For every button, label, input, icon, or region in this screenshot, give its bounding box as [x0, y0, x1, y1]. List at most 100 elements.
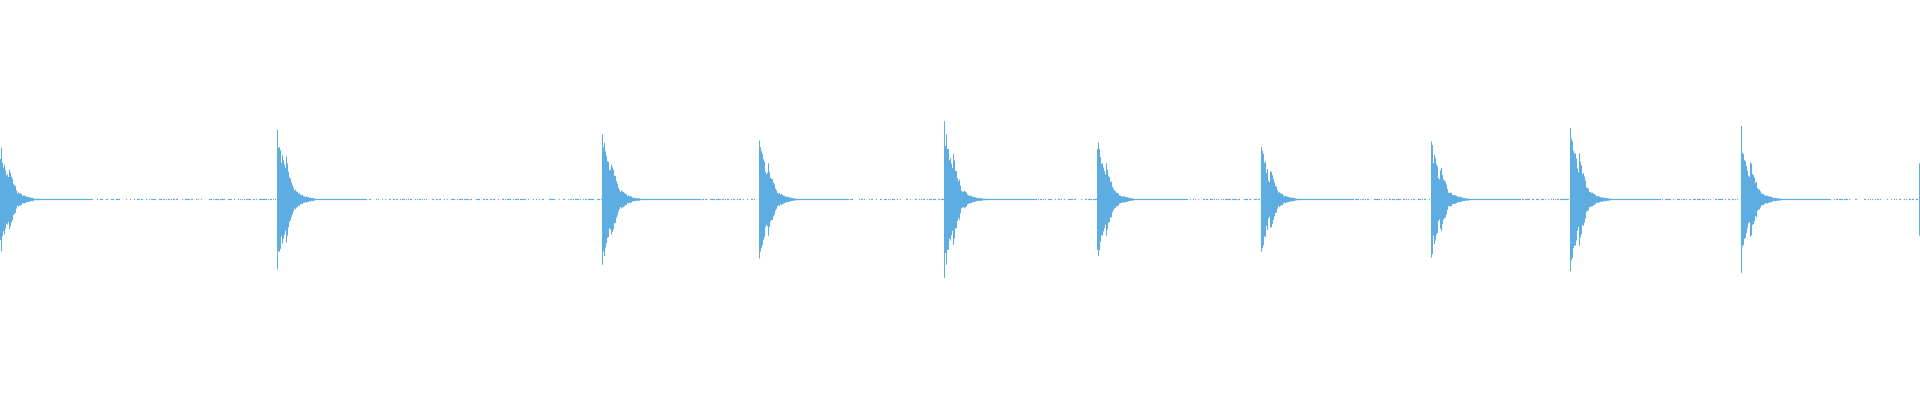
- waveform-sample-bar: [1467, 198, 1468, 201]
- waveform-sample-bar: [486, 198, 487, 201]
- waveform-sample-bar: [1620, 198, 1621, 201]
- waveform-sample-bar: [1230, 198, 1231, 201]
- waveform-sample-bar: [297, 191, 298, 208]
- waveform-sample-bar: [1325, 198, 1326, 201]
- waveform-sample-bar: [1157, 198, 1158, 201]
- waveform-sample-bar: [1050, 198, 1051, 201]
- waveform-sample-bar: [1503, 198, 1504, 201]
- waveform-sample-bar: [685, 198, 686, 201]
- waveform-sample-bar: [603, 147, 604, 252]
- waveform-sample-bar: [1418, 198, 1419, 201]
- waveform-sample-bar: [1310, 198, 1311, 201]
- waveform-sample-bar: [1273, 179, 1274, 220]
- waveform-sample-bar: [1133, 198, 1134, 201]
- waveform-sample-bar: [344, 198, 345, 201]
- waveform-sample-bar: [231, 198, 232, 201]
- waveform-sample-bar: [1618, 198, 1619, 201]
- waveform-sample-bar: [716, 198, 717, 201]
- waveform-sample-bar: [259, 198, 260, 201]
- waveform-sample-bar: [621, 190, 622, 209]
- waveform-sample-bar: [41, 198, 42, 201]
- waveform-sample-bar: [349, 198, 350, 201]
- waveform-sample-bar: [1729, 198, 1730, 201]
- waveform-sample-bar: [324, 198, 325, 201]
- waveform-sample-bar: [1573, 150, 1574, 249]
- waveform-sample-bar: [74, 198, 75, 201]
- waveform-sample-bar: [1510, 198, 1511, 201]
- waveform-sample-bar: [396, 198, 397, 201]
- waveform-sample-bar: [973, 196, 974, 203]
- waveform-sample-bar: [1719, 198, 1720, 201]
- waveform-sample-bar: [494, 198, 495, 201]
- waveform-sample-bar: [316, 198, 317, 201]
- waveform-sample-bar: [1442, 175, 1443, 224]
- waveform-sample-bar: [793, 198, 794, 201]
- waveform-sample-bar: [72, 198, 73, 201]
- waveform-sample-bar: [941, 198, 942, 201]
- waveform-sample-bar: [342, 198, 343, 201]
- waveform-sample-bar: [1741, 126, 1742, 273]
- waveform-sample-bar: [1823, 198, 1824, 201]
- waveform-sample-bar: [1568, 198, 1569, 201]
- waveform-sample-bar: [931, 198, 932, 201]
- waveform-sample-bar: [1633, 198, 1634, 201]
- waveform-sample-bar: [1501, 198, 1502, 201]
- waveform-sample-bar: [168, 198, 169, 201]
- waveform-sample-bar: [262, 198, 263, 201]
- waveform-sample-bar: [337, 198, 338, 201]
- waveform-sample-bar: [1127, 197, 1128, 202]
- waveform-sample-bar: [220, 198, 221, 201]
- waveform-sample-bar: [761, 151, 762, 248]
- waveform-sample-bar: [66, 198, 67, 201]
- waveform-sample-bar: [1, 147, 2, 252]
- waveform-sample-bar: [210, 198, 211, 201]
- waveform-sample-bar: [1733, 198, 1734, 201]
- waveform-sample-bar: [1543, 198, 1544, 201]
- waveform-sample-bar: [1081, 198, 1082, 201]
- waveform-sample-bar: [1821, 198, 1822, 201]
- waveform-sample-bar: [808, 198, 809, 201]
- waveform-sample-bar: [47, 198, 48, 201]
- waveform-sample-bar: [1408, 198, 1409, 201]
- waveform-sample-bar: [934, 198, 935, 201]
- waveform-sample-bar: [1514, 198, 1515, 201]
- waveform-sample-bar: [439, 198, 440, 201]
- waveform-sample-bar: [100, 198, 101, 201]
- waveform-sample-bar: [1156, 198, 1157, 201]
- waveform-sample-bar: [38, 198, 39, 201]
- waveform-sample-bar: [836, 198, 837, 201]
- waveform-sample-bar: [1798, 198, 1799, 201]
- waveform-sample-bar: [1048, 198, 1049, 201]
- waveform-sample-bar: [1301, 198, 1302, 201]
- waveform-sample-bar: [460, 198, 461, 201]
- waveform-sample-bar: [1693, 198, 1694, 201]
- waveform-sample-bar: [571, 198, 572, 201]
- waveform-sample-bar: [881, 198, 882, 201]
- waveform-sample-bar: [1772, 197, 1773, 202]
- waveform-sample-bar: [1268, 180, 1269, 219]
- waveform-sample-bar: [1297, 198, 1298, 201]
- waveform-sample-bar: [1172, 198, 1173, 201]
- waveform-sample-bar: [1570, 127, 1571, 272]
- waveform-sample-bar: [1333, 198, 1334, 201]
- waveform-sample-bar: [1756, 181, 1757, 218]
- waveform-sample-bar: [91, 198, 92, 201]
- waveform-sample-bar: [646, 198, 647, 201]
- waveform-sample-bar: [777, 192, 778, 207]
- waveform-sample-bar: [305, 197, 306, 202]
- waveform-sample-bar: [509, 198, 510, 201]
- waveform-sample-bar: [24, 195, 25, 204]
- waveform-sample-bar: [1270, 171, 1271, 228]
- waveform-sample-bar: [264, 198, 265, 201]
- waveform-sample-bar: [706, 198, 707, 201]
- waveform-sample-bar: [1377, 198, 1378, 201]
- waveform-sample-bar: [1107, 169, 1108, 230]
- waveform-sample-bar: [1346, 198, 1347, 201]
- waveform-sample-bar: [622, 191, 623, 208]
- waveform-sample-bar: [290, 178, 291, 221]
- waveform-sample-bar: [607, 161, 608, 238]
- waveform-sample-bar: [1814, 198, 1815, 201]
- waveform-sample-bar: [134, 198, 135, 201]
- waveform-sample-bar: [1264, 162, 1265, 237]
- waveform-sample-bar: [981, 198, 982, 201]
